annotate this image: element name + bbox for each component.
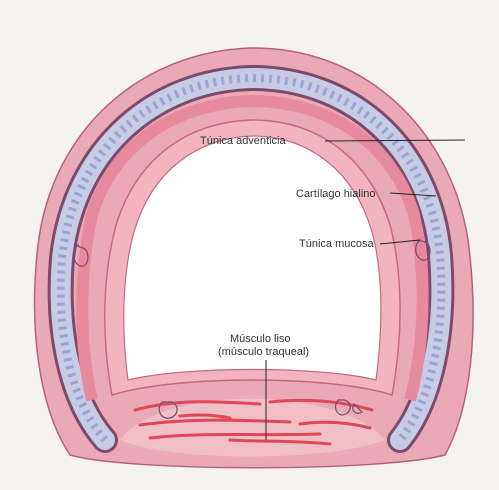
label-musculo-liso: Músculo liso	[230, 333, 291, 345]
label-musculo-traqueal: (músculo traqueal)	[218, 346, 309, 358]
label-tunica-adventicia: Túnica adventicia	[200, 135, 286, 147]
label-cartilago-hialino: Cartílago hialino	[296, 188, 376, 200]
label-tunica-mucosa: Túnica mucosa	[299, 238, 374, 250]
